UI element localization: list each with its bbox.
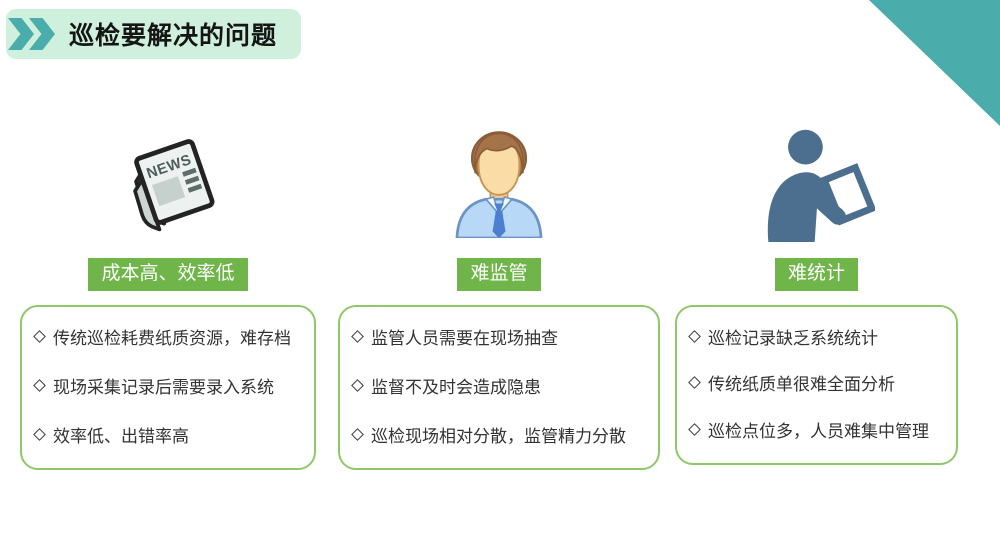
double-chevron-icon <box>8 18 55 50</box>
person-clipboard-icon <box>759 118 875 248</box>
chevron-right-icon <box>8 18 34 50</box>
list-item: 传统纸质单很难全面分析 <box>688 370 946 395</box>
list-item-text: 传统巡检耗费纸质资源，难存档 <box>53 328 291 348</box>
diamond-bullet-icon <box>351 427 364 441</box>
diamond-bullet-icon <box>688 376 701 390</box>
diamond-bullet-icon <box>351 378 364 392</box>
diamond-bullet-icon <box>351 329 364 343</box>
list-item-text: 现场采集记录后需要录入系统 <box>53 377 274 397</box>
diamond-bullet-icon <box>33 427 46 441</box>
status-badge: 难统计 <box>774 258 858 291</box>
list-item: 传统巡检耗费纸质资源，难存档 <box>33 324 304 349</box>
list-item-text: 巡检现场相对分散，监管精力分散 <box>371 426 626 446</box>
list-item-text: 监管人员需要在现场抽查 <box>371 328 558 348</box>
diamond-bullet-icon <box>688 329 701 343</box>
list-item-text: 巡检点位多，人员难集中管理 <box>708 421 929 441</box>
list-item: 监督不及时会造成隐患 <box>351 373 648 398</box>
list-item-text: 效率低、出错率高 <box>53 426 189 446</box>
manager-person-icon <box>445 118 553 248</box>
slide-title-plate: 巡检要解决的问题 <box>6 9 302 59</box>
list-item: 现场采集记录后需要录入系统 <box>33 373 304 398</box>
list-item: 巡检现场相对分散，监管精力分散 <box>351 422 648 447</box>
list-item-text: 传统纸质单很难全面分析 <box>708 375 895 395</box>
problem-list-box: 传统巡检耗费纸质资源，难存档 现场采集记录后需要录入系统 效率低、出错率高 <box>20 304 316 470</box>
list-item: 巡检记录缺乏系统统计 <box>688 324 946 349</box>
problem-list-box: 巡检记录缺乏系统统计 传统纸质单很难全面分析 巡检点位多，人员难集中管理 <box>675 304 958 465</box>
diamond-bullet-icon <box>33 329 46 343</box>
list-item: 效率低、出错率高 <box>33 422 304 447</box>
list-item-text: 监督不及时会造成隐患 <box>371 377 541 397</box>
page-title: 巡检要解决的问题 <box>69 22 278 50</box>
list-item: 巡检点位多，人员难集中管理 <box>688 417 946 442</box>
list-item-text: 巡检记录缺乏系统统计 <box>708 328 878 348</box>
diamond-bullet-icon <box>33 378 46 392</box>
problem-list-box: 监管人员需要在现场抽查 监督不及时会造成隐患 巡检现场相对分散，监管精力分散 <box>338 304 660 470</box>
diamond-bullet-icon <box>688 422 701 436</box>
list-item: 监管人员需要在现场抽查 <box>351 324 648 349</box>
corner-triangle-decoration <box>869 0 1000 126</box>
status-badge: 成本高、效率低 <box>88 258 248 291</box>
column-statistics: 难统计 巡检记录缺乏系统统计 传统纸质单很难全面分析 巡检点位多，人员难集中管理 <box>675 118 958 465</box>
column-cost-efficiency: NEWS 成本高、效率低 传统巡检耗费纸质资源，难存档 现场采集记录后需要录入系… <box>20 118 316 470</box>
status-badge: 难监管 <box>457 258 541 291</box>
column-supervision: 难监管 监管人员需要在现场抽查 监督不及时会造成隐患 巡检现场相对分散，监管精力… <box>338 118 660 470</box>
newspaper-icon: NEWS <box>109 118 227 248</box>
